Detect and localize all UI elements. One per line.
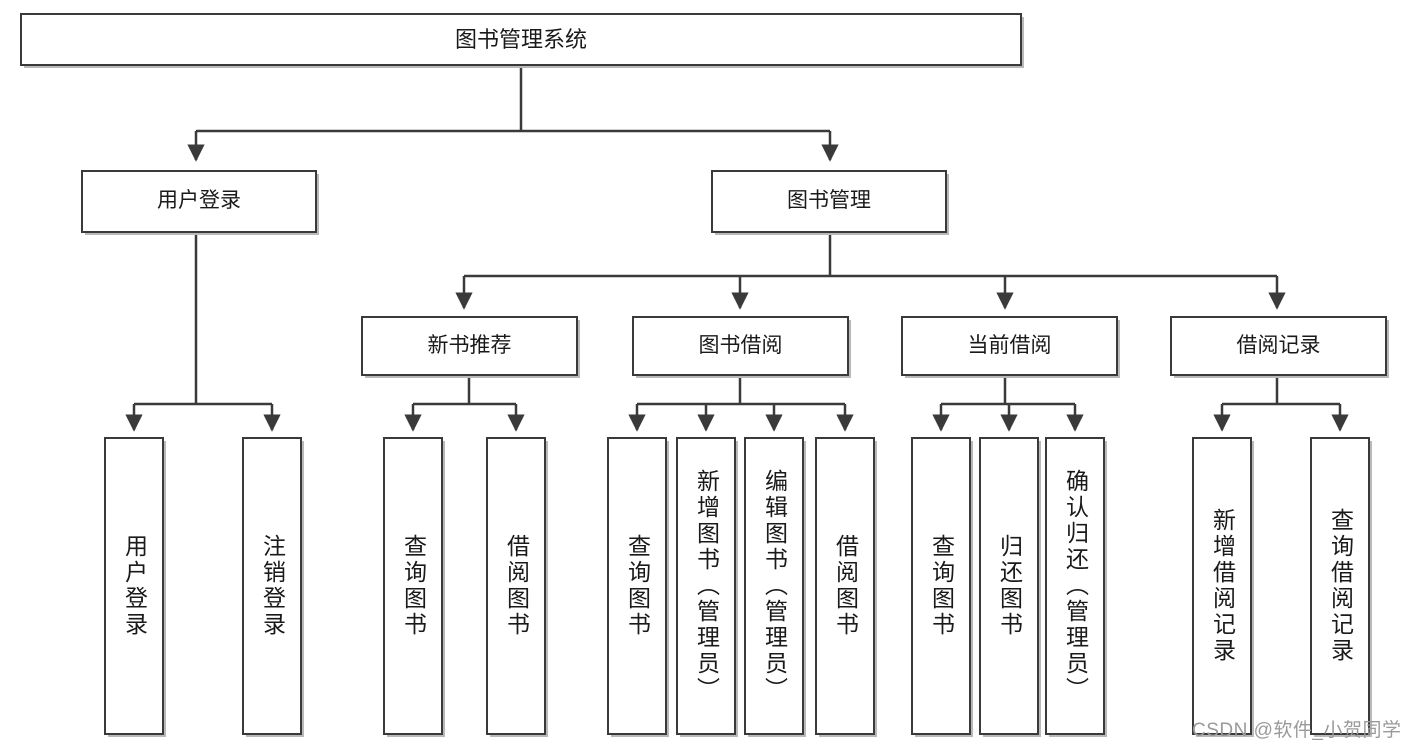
node-label: 查询图书 <box>400 534 427 638</box>
node-label: 当前借阅 <box>967 333 1052 357</box>
csdn-watermark: CSDN @软件_小贺同学 <box>1192 720 1402 741</box>
node-user-login[interactable]: 用户登录 <box>81 170 317 233</box>
node-label: 新增借阅记录 <box>1209 508 1236 664</box>
node-label: 图书借阅 <box>698 333 783 357</box>
node-label: 编辑图书（管理员） <box>761 469 788 703</box>
node-label: 注销登录 <box>259 534 286 638</box>
node-label: 借阅图书 <box>832 534 859 638</box>
leaf-borrow-record-add-record[interactable]: 新增借阅记录 <box>1192 437 1252 735</box>
node-root-book-management-system[interactable]: 图书管理系统 <box>20 13 1022 66</box>
leaf-user-login-logout[interactable]: 注销登录 <box>242 437 302 735</box>
leaf-user-login-login[interactable]: 用户登录 <box>104 437 164 735</box>
node-label: 查询借阅记录 <box>1327 508 1354 664</box>
node-label: 借阅图书 <box>503 534 530 638</box>
node-label: 新增图书（管理员） <box>693 469 720 703</box>
leaf-new-book-query-book[interactable]: 查询图书 <box>383 437 443 735</box>
leaf-new-book-borrow-book[interactable]: 借阅图书 <box>486 437 546 735</box>
node-label: 新书推荐 <box>427 333 512 357</box>
leaf-current-borrow-return-book[interactable]: 归还图书 <box>979 437 1039 735</box>
leaf-book-borrow-add-book-admin[interactable]: 新增图书（管理员） <box>676 437 736 735</box>
node-label: 用户登录 <box>157 189 241 213</box>
node-label: 查询图书 <box>624 534 651 638</box>
node-book-borrow[interactable]: 图书借阅 <box>632 316 849 376</box>
node-label: 图书管理 <box>787 189 871 213</box>
leaf-current-borrow-confirm-return-admin[interactable]: 确认归还（管理员） <box>1045 437 1105 735</box>
node-label: 图书管理系统 <box>454 26 587 52</box>
node-borrow-record[interactable]: 借阅记录 <box>1170 316 1387 376</box>
leaf-book-borrow-edit-book-admin[interactable]: 编辑图书（管理员） <box>744 437 804 735</box>
node-current-borrow[interactable]: 当前借阅 <box>901 316 1118 376</box>
leaf-borrow-record-query-record[interactable]: 查询借阅记录 <box>1310 437 1370 735</box>
node-label: 用户登录 <box>121 534 148 638</box>
node-book-management[interactable]: 图书管理 <box>711 170 947 233</box>
leaf-book-borrow-borrow-book[interactable]: 借阅图书 <box>815 437 875 735</box>
leaf-current-borrow-query-book[interactable]: 查询图书 <box>911 437 971 735</box>
node-label: 查询图书 <box>928 534 955 638</box>
node-label: 确认归还（管理员） <box>1062 469 1089 703</box>
leaf-book-borrow-query-book[interactable]: 查询图书 <box>607 437 667 735</box>
node-new-book-recommend[interactable]: 新书推荐 <box>361 316 578 376</box>
node-label: 借阅记录 <box>1236 333 1321 357</box>
node-label: 归还图书 <box>996 534 1023 638</box>
